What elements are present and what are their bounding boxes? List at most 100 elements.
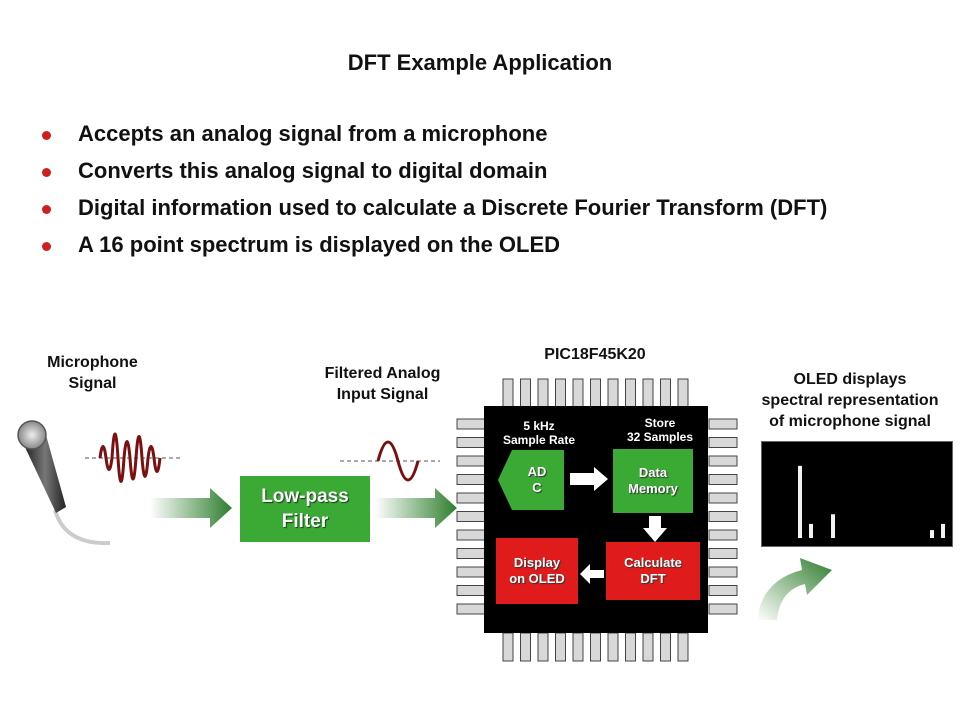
chip-pin bbox=[625, 378, 636, 408]
chip-pin bbox=[590, 632, 601, 662]
spectrum-plot bbox=[798, 465, 945, 538]
chip-pin bbox=[677, 632, 689, 662]
label-line: spectral representation bbox=[761, 392, 939, 409]
label-line: Input Signal bbox=[336, 386, 429, 403]
chip-pin bbox=[708, 529, 738, 541]
bullet-text: Converts this analog signal to digital d… bbox=[78, 158, 548, 183]
bullet-item: Digital information used to calculate a … bbox=[42, 194, 918, 221]
chip-pin bbox=[456, 566, 486, 578]
label-line: Signal bbox=[68, 375, 117, 392]
bullet-dot-icon bbox=[42, 205, 51, 214]
label-line: Microphone bbox=[47, 354, 138, 371]
chip-pin bbox=[590, 378, 601, 408]
bullet-dot-icon bbox=[42, 168, 51, 177]
chip-pin bbox=[708, 511, 738, 522]
bullet-dot-icon bbox=[42, 131, 51, 140]
chip-pin bbox=[708, 566, 738, 578]
label-line: Store bbox=[644, 416, 676, 430]
label-line: 5 kHz bbox=[523, 419, 555, 433]
chip-pin bbox=[708, 548, 738, 559]
chip-pin bbox=[660, 632, 671, 662]
chip-pin bbox=[456, 474, 486, 485]
filtered-signal-waveform bbox=[340, 440, 440, 482]
chip-pin bbox=[456, 511, 486, 522]
chip-pin bbox=[456, 455, 486, 467]
chip-pin bbox=[537, 378, 549, 408]
label-line: Sample Rate bbox=[502, 433, 576, 447]
filtered-signal-label: Filtered Analog Input Signal bbox=[290, 363, 475, 405]
chip-pin bbox=[456, 437, 486, 448]
chip-pin bbox=[456, 492, 486, 504]
bullet-item: A 16 point spectrum is displayed on the … bbox=[42, 231, 942, 258]
sample-rate-label: 5 kHz Sample Rate bbox=[494, 419, 584, 447]
chip-pin bbox=[555, 632, 566, 662]
label-line: Calculate bbox=[624, 555, 682, 570]
label-line: OLED displays bbox=[793, 371, 907, 388]
spectrum-bar bbox=[930, 530, 934, 538]
spectrum-bar bbox=[809, 523, 813, 538]
chip-pin bbox=[456, 603, 486, 615]
chip-pin bbox=[555, 378, 566, 408]
chip-pin bbox=[572, 632, 584, 662]
label-line: Memory bbox=[628, 481, 678, 496]
label-line: on OLED bbox=[509, 571, 565, 586]
filter-line: Filter bbox=[281, 511, 329, 532]
chip-pin bbox=[502, 378, 514, 408]
chip-pin bbox=[677, 378, 689, 408]
chip-pin bbox=[607, 378, 619, 408]
slide-title: DFT Example Application bbox=[347, 50, 613, 75]
chip-pin bbox=[607, 632, 619, 662]
bullet-text: A 16 point spectrum is displayed on the … bbox=[78, 232, 561, 257]
bullet-text: Digital information used to calculate a … bbox=[78, 195, 828, 220]
chip-name: PIC18F45K20 bbox=[544, 346, 646, 363]
chip-pin bbox=[708, 474, 738, 485]
bullet-text: Accepts an analog signal from a micropho… bbox=[78, 121, 548, 146]
spectrum-bar bbox=[798, 465, 802, 538]
arrow-left-icon bbox=[580, 564, 604, 584]
oled-display bbox=[761, 441, 953, 547]
chip-pin bbox=[456, 585, 486, 596]
spectrum-bar bbox=[941, 523, 945, 538]
chip-pin bbox=[502, 632, 514, 662]
label-line: AD bbox=[527, 464, 547, 479]
label-line: Filtered Analog bbox=[324, 365, 441, 382]
label-line: 32 Samples bbox=[626, 430, 694, 444]
arrow-right-icon bbox=[375, 488, 457, 528]
chip-pin bbox=[537, 632, 549, 662]
chip-pin bbox=[642, 632, 654, 662]
chip-pin bbox=[625, 632, 636, 662]
bullet-list: Accepts an analog signal from a micropho… bbox=[42, 120, 942, 268]
microphone-icon bbox=[17, 420, 111, 546]
chip-pin bbox=[642, 378, 654, 408]
chip-pin bbox=[520, 378, 531, 408]
chip-pin bbox=[708, 585, 738, 596]
chip-pin bbox=[456, 418, 486, 430]
oled-label: OLED displays spectral representation of… bbox=[740, 369, 960, 432]
adc-block bbox=[498, 450, 564, 510]
label-line: of microphone signal bbox=[769, 413, 931, 430]
filter-line: Low-pass bbox=[261, 486, 349, 507]
bullet-item: Accepts an analog signal from a micropho… bbox=[42, 120, 942, 147]
arrow-right-icon bbox=[570, 467, 608, 491]
chip-pin bbox=[520, 632, 531, 662]
label-line: Data bbox=[638, 465, 668, 480]
chip-pin bbox=[708, 437, 738, 448]
arrow-down-icon bbox=[643, 516, 667, 542]
chip-pin bbox=[660, 378, 671, 408]
bullet-item: Converts this analog signal to digital d… bbox=[42, 157, 942, 184]
store-samples-label: Store 32 Samples bbox=[610, 416, 710, 444]
bullet-dot-icon bbox=[42, 242, 51, 251]
chip-pin bbox=[456, 529, 486, 541]
chip-pin bbox=[708, 603, 738, 615]
label-line: Display bbox=[513, 555, 561, 570]
spectrum-bar bbox=[831, 514, 835, 538]
chip-pin bbox=[572, 378, 584, 408]
microphone-label: Microphone Signal bbox=[10, 352, 175, 394]
chip-pin bbox=[708, 455, 738, 467]
chip-pin bbox=[708, 418, 738, 430]
